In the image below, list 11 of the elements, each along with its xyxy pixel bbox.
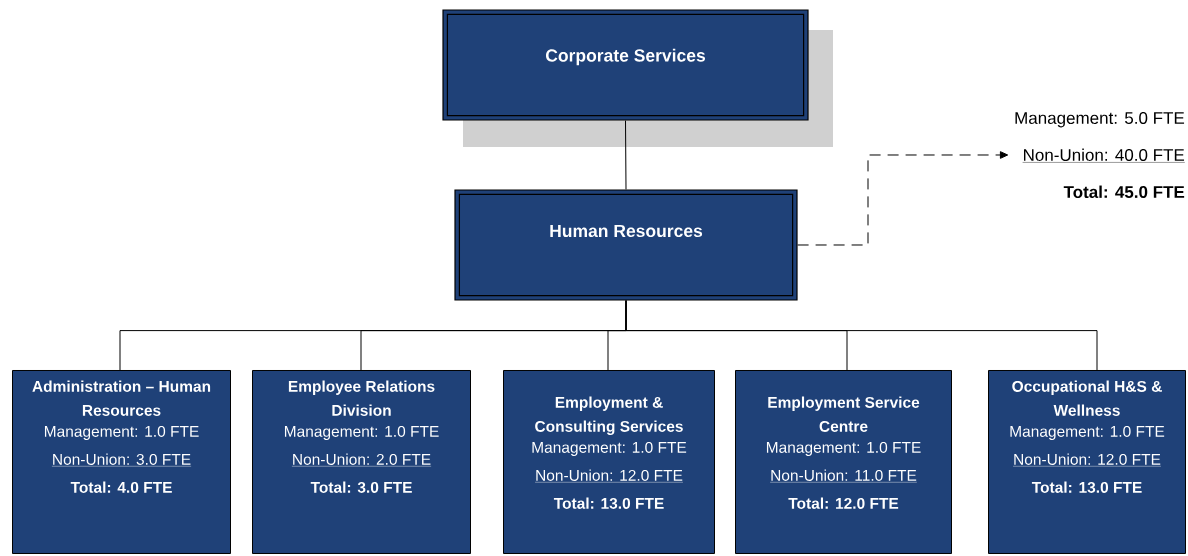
org-box: Human Resources [454,189,798,301]
department-box: Employment Service Centre Management: 1.0 FTE Non-Union: 11.0 FTE Total: 12.0 FTE [735,370,952,554]
staff-summary: Management: 5.0 FTE Non-Union: 40.0 FTE Total: 45.0 FTE [1015,112,1185,198]
department-box: Occupational H&S & Wellness Management: 1.0 FTE Non-Union: 12.0 FTE Total: 13.0 FTE [988,370,1186,554]
org-box: Corporate Services [442,9,809,121]
connector-line [625,120,627,190]
department-box: Employee Relations Division Management: 1.0 FTE Non-Union: 2.0 FTE Total: 3.0 FTE [252,370,471,554]
department-box: Administration – Human Resources Management: 1.0 FTE Non-Union: 3.0 FTE Total: 4.0 FTE [12,370,231,554]
connector-line [625,300,1098,371]
arrow [797,151,1009,246]
department-box: Employment & Consulting Services Management: 1.0 FTE Non-Union: 12.0 FTE Total: 13.0 FTE [503,370,715,554]
